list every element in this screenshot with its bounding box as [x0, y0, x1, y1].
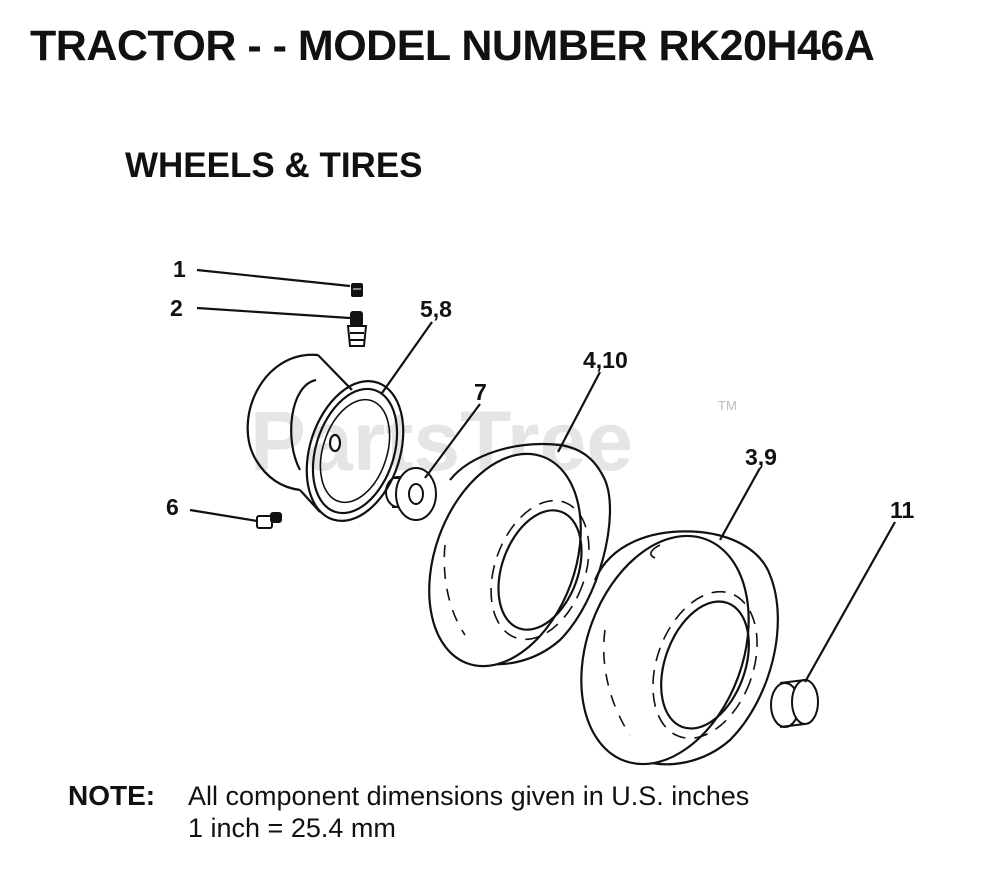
page-title: TRACTOR - - MODEL NUMBER RK20H46A [30, 22, 875, 70]
callout-7: 7 [474, 379, 487, 405]
tire-part-4-10 [428, 443, 612, 668]
valve-stem-part [346, 311, 368, 347]
leader-lines [189, 268, 896, 683]
callout-3-9: 3,9 [745, 444, 777, 470]
callout-11: 11 [890, 497, 915, 523]
valve-cap-part [351, 283, 363, 297]
note-conversion-text: 1 inch = 25.4 mm [188, 813, 396, 843]
spacer-part [770, 679, 819, 728]
bushing-part [385, 467, 437, 521]
note-dimensions-text: All component dimensions given in U.S. i… [188, 781, 750, 811]
watermark-trademark: TM [718, 398, 737, 413]
callout-1: 1 [173, 256, 186, 282]
callout-5-8: 5,8 [420, 296, 452, 322]
section-title: WHEELS & TIRES [125, 146, 423, 185]
grease-fitting-part [256, 512, 282, 529]
wheel-rim-part [246, 353, 405, 522]
tire-part-3-9 [580, 530, 779, 766]
callout-2: 2 [170, 295, 183, 321]
callout-6: 6 [166, 494, 179, 520]
callout-4-10: 4,10 [583, 347, 628, 373]
note-label: NOTE: [68, 780, 156, 811]
